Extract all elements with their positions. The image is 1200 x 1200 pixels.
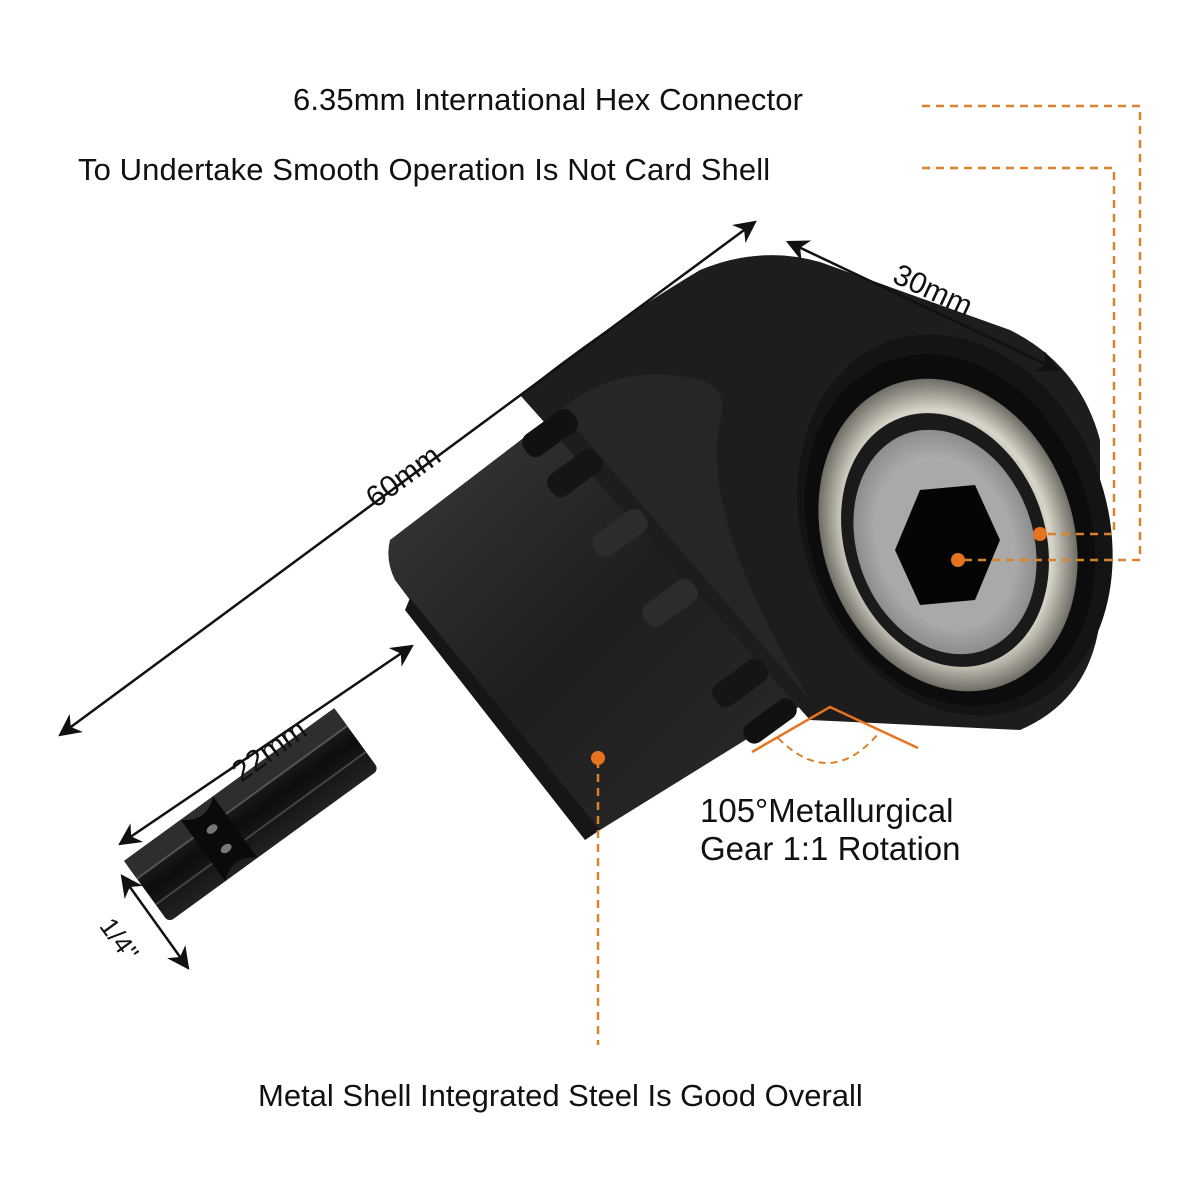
dimension-22mm-line	[118, 644, 414, 846]
callout-gear-line2: Gear 1:1 Rotation	[700, 830, 961, 867]
callout-leaders	[596, 104, 1142, 1045]
callout-smooth-operation: To Undertake Smooth Operation Is Not Car…	[78, 152, 771, 187]
callout-metal-shell: Metal Shell Integrated Steel Is Good Ove…	[258, 1078, 863, 1113]
dimension-30mm-line	[785, 240, 1061, 372]
callout-dots	[591, 527, 1047, 765]
callout-gear: 105°Metallurgical Gear 1:1 Rotation	[700, 792, 961, 868]
dimension-quarter-inch-line	[120, 874, 190, 970]
angle-indicator	[751, 705, 919, 764]
dimension-lines	[58, 220, 1061, 970]
leader-hex-connector	[922, 104, 1142, 562]
socket-head	[797, 334, 1113, 716]
dot-hex-center	[951, 553, 965, 567]
callout-gear-line1: 105°Metallurgical	[700, 792, 954, 829]
dot-bearing	[1033, 527, 1047, 541]
hex-socket-icon	[895, 485, 1000, 605]
leader-smooth-operation	[922, 166, 1116, 536]
dot-shell	[591, 751, 605, 765]
callout-hex-connector: 6.35mm International Hex Connector	[293, 82, 803, 117]
